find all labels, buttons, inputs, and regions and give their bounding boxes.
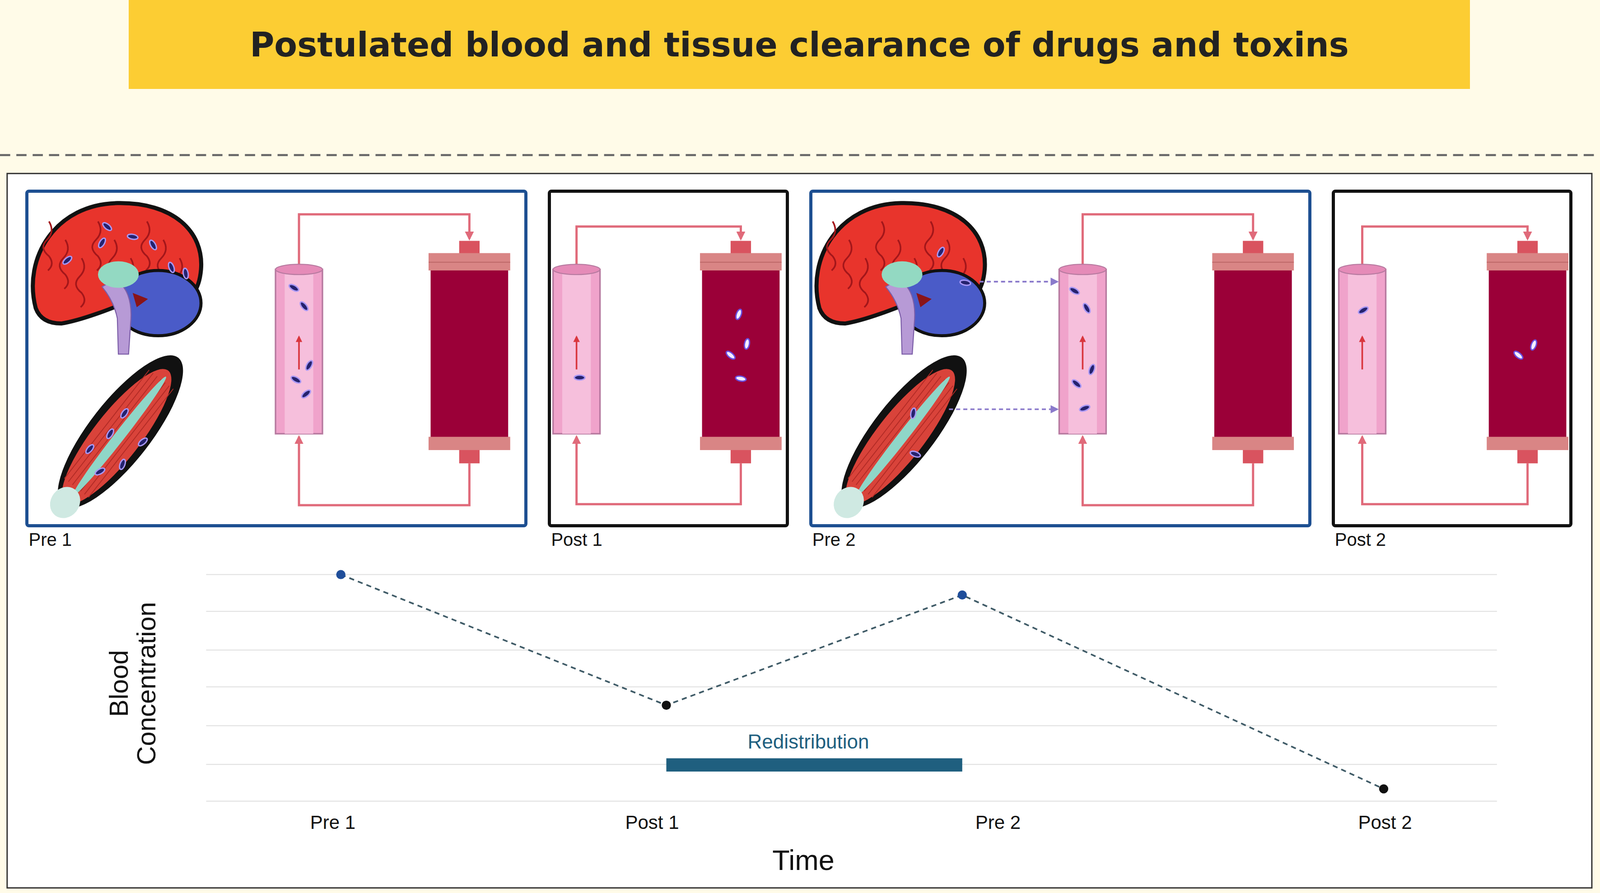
particle — [304, 359, 314, 372]
gridline — [205, 574, 1497, 576]
dialyzer — [428, 240, 511, 464]
particle — [126, 233, 139, 241]
gridline — [205, 611, 1497, 612]
stage-label: Pre 2 — [812, 529, 856, 551]
stage-label: Post 1 — [550, 529, 602, 551]
dialyzer — [1212, 240, 1294, 464]
stage-label: Pre 1 — [28, 529, 72, 551]
axis-tick: Post 1 — [625, 811, 679, 834]
gridline — [205, 725, 1497, 727]
bar-label: Redistribution — [747, 730, 869, 754]
muscle — [814, 339, 986, 535]
axis-tick: Pre 1 — [310, 811, 356, 834]
stage-panel: Post 1 — [547, 189, 789, 528]
stage-panel: Pre 2 — [809, 189, 1312, 528]
brain — [816, 203, 985, 355]
dialyzer — [1486, 240, 1569, 464]
particle — [909, 450, 922, 459]
particle — [743, 338, 751, 350]
particle — [182, 267, 190, 280]
data-point — [957, 590, 967, 600]
axis-tick: Post 2 — [1357, 811, 1412, 834]
blood-vessel — [1338, 264, 1386, 434]
particle — [288, 283, 300, 293]
particle — [61, 255, 74, 266]
stage-label: Post 2 — [1334, 529, 1386, 551]
line-chart — [205, 570, 1497, 802]
redistribution-arrow — [948, 408, 1058, 411]
particle — [119, 407, 130, 420]
axis-title: Time — [772, 844, 835, 877]
blood-vessel — [275, 264, 323, 434]
dialyzer — [699, 240, 782, 464]
particle — [1529, 339, 1538, 351]
main-panel — [7, 173, 1592, 888]
particle — [300, 388, 312, 400]
particle — [137, 436, 149, 448]
particle — [1087, 363, 1097, 376]
particle — [724, 349, 737, 361]
particle — [148, 239, 158, 252]
data-point — [661, 700, 671, 710]
redistribution-bar — [666, 758, 962, 772]
particle — [909, 407, 917, 420]
particle — [734, 308, 743, 321]
particle — [298, 300, 310, 313]
particle — [84, 443, 95, 455]
muscle — [31, 339, 203, 535]
particle — [97, 237, 107, 249]
particle — [1078, 404, 1091, 413]
redistribution-arrow — [979, 280, 1058, 283]
particle — [94, 466, 107, 477]
blood-vessel — [1058, 264, 1106, 434]
gridline — [205, 800, 1497, 802]
axis-tick: Pre 2 — [975, 811, 1021, 834]
particle — [936, 246, 946, 258]
gridline — [205, 686, 1497, 688]
particle — [118, 458, 127, 471]
particle — [959, 279, 971, 287]
stage-panel: Pre 1 — [25, 189, 528, 528]
particle — [1357, 305, 1370, 316]
particle — [1070, 378, 1083, 389]
data-point — [336, 570, 346, 580]
trend-line — [340, 574, 1384, 790]
particle — [101, 221, 113, 232]
data-point — [1379, 784, 1389, 794]
particle — [105, 428, 115, 440]
blood-vessel — [553, 264, 601, 434]
axis-title: Blood Concentration — [105, 579, 161, 788]
particle — [735, 375, 747, 383]
divider — [0, 153, 1600, 157]
stage-panel: Post 2 — [1331, 189, 1573, 528]
particle — [574, 375, 585, 381]
particle — [1068, 286, 1081, 296]
brain — [32, 203, 202, 355]
particle — [289, 374, 302, 385]
gridline — [205, 649, 1497, 651]
particle — [1082, 302, 1092, 315]
particle — [167, 261, 176, 274]
panels-art — [31, 203, 1569, 535]
title-banner: Postulated blood and tissue clearance of… — [128, 0, 1470, 89]
particle — [1512, 349, 1525, 361]
title: Postulated blood and tissue clearance of… — [249, 25, 1349, 65]
